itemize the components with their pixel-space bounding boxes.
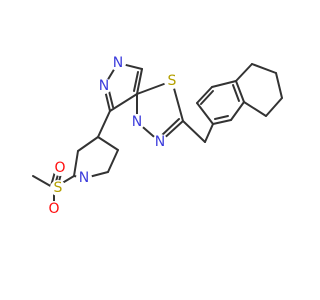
- atom-n5: N: [152, 134, 168, 150]
- bond: [136, 68, 143, 95]
- atom-o1: O: [52, 160, 68, 176]
- atom-label-background: [164, 73, 180, 89]
- bond: [243, 101, 267, 117]
- atom-label-background: [76, 170, 92, 186]
- atom-label-background: [96, 78, 112, 94]
- atom-label: O: [54, 160, 65, 176]
- bond: [133, 71, 139, 92]
- atom-n3: N: [110, 55, 126, 71]
- bond: [77, 136, 99, 152]
- bond: [159, 118, 180, 138]
- atom-label: N: [113, 55, 123, 71]
- atom-label-background: [50, 180, 66, 196]
- bond: [204, 123, 214, 143]
- atom-label-background: [152, 134, 168, 150]
- bond: [97, 136, 119, 151]
- bond: [200, 90, 214, 105]
- bond: [235, 80, 245, 103]
- atom-n2: N: [96, 78, 112, 94]
- bond: [275, 72, 283, 99]
- atom-label-background: [46, 201, 62, 217]
- bond: [232, 84, 240, 102]
- atom-o2: O: [46, 201, 62, 217]
- atom-label-background: [129, 114, 145, 130]
- atom-s1: S: [50, 180, 66, 196]
- bond: [73, 150, 79, 177]
- bond: [235, 63, 253, 82]
- atom-s2: S: [164, 73, 180, 89]
- atom-label: N: [155, 134, 165, 150]
- atom-label-background: [52, 160, 68, 176]
- atom-n1: N: [76, 170, 92, 186]
- atom-label: O: [48, 201, 59, 217]
- bond: [265, 97, 283, 117]
- atom-label-background: [110, 55, 126, 71]
- bond: [212, 119, 232, 125]
- bond: [211, 80, 237, 88]
- atom-n4: N: [129, 114, 145, 130]
- atom-label: N: [79, 170, 89, 186]
- bond: [109, 93, 138, 112]
- bond: [97, 110, 111, 138]
- atom-label: N: [99, 78, 109, 94]
- bond: [251, 63, 277, 74]
- bond: [196, 102, 214, 125]
- bond: [182, 120, 206, 143]
- bond: [196, 86, 213, 104]
- bond: [230, 101, 245, 121]
- atom-label: S: [54, 180, 63, 196]
- atom-label: N: [132, 114, 142, 130]
- atom-label: S: [168, 73, 177, 89]
- bond: [107, 149, 119, 173]
- bond: [214, 115, 229, 120]
